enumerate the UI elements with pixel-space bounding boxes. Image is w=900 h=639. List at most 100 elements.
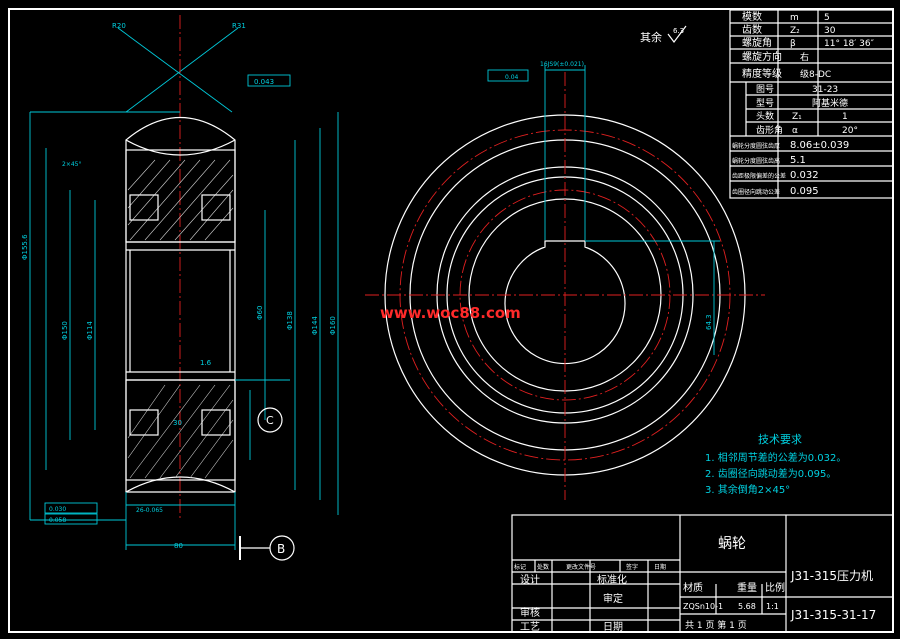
tb-weight: 5.68 — [738, 602, 756, 611]
pair-value-1: 阿基米德 — [812, 97, 848, 109]
param-value-1: 30 — [824, 26, 836, 36]
tb-scale-label: 比例 — [765, 581, 785, 594]
pair-value-3: 20° — [842, 126, 858, 136]
tb-date: 日期 — [603, 621, 623, 633]
tb-header-mark: 标记 — [514, 563, 526, 571]
dim-keyway-width: 16JS9(±0.021) — [540, 61, 584, 68]
tol-value-0: 8.06±0.039 — [790, 140, 849, 151]
datum-b-label: B — [277, 542, 285, 556]
param-label-1: 齿数 — [742, 23, 762, 36]
dim-hub-inner: 30 — [173, 419, 182, 427]
datum-c-circle — [257, 407, 283, 433]
param-value-4: 级8-DC — [800, 68, 831, 80]
section-view: R20 R31 2×45° 0.043 0.030 0.058 26-0.065… — [21, 15, 529, 561]
slot-bottom-right — [201, 409, 231, 436]
param-value-0: 5 — [824, 13, 830, 23]
tb-header-sign: 签字 — [626, 563, 638, 571]
tech-requirements: 技术要求 1. 相邻周节差的公差为0.032。 2. 齿圈径向跳动差为0.095… — [705, 433, 846, 496]
tb-drawing-no: J31-315-31-17 — [790, 608, 876, 622]
dim-d-bore: Φ60 — [256, 306, 264, 320]
pair-label-2: 头数 — [756, 110, 774, 122]
bore-with-keyway — [504, 240, 626, 365]
tb-design: 设计 — [520, 573, 540, 586]
dim-d-rim: Φ144 — [311, 316, 319, 335]
param-label-0: 模数 — [742, 10, 762, 23]
hatch-top — [125, 149, 236, 243]
dim-d-outer: Φ155.6 — [21, 234, 29, 260]
tb-standard: 标准化 — [597, 573, 627, 586]
param-value-2: 11° 18′ 36″ — [824, 39, 875, 49]
pair-value-0: 31-23 — [812, 85, 838, 95]
tb-header-date: 日期 — [654, 563, 666, 571]
tb-material-label: 材质 — [683, 581, 703, 594]
tol-keyway-value: 0.04 — [505, 74, 519, 81]
roughness-prefix: 其余 — [640, 30, 662, 44]
tech-req-title: 技术要求 — [758, 433, 802, 446]
param-symbol-2: β — [790, 39, 796, 49]
tb-scale: 1:1 — [766, 602, 779, 611]
pair-symbol-3: α — [792, 126, 798, 136]
tb-review: 审核 — [520, 606, 540, 619]
dim-chamfer: 2×45° — [62, 161, 81, 168]
tb-weight-label: 重量 — [737, 581, 757, 594]
title-block: 标记 处数 更改文件号 签字 日期 设计 标准化 审核 审定 工艺 日期 蜗轮 … — [511, 514, 894, 633]
tb-drawing-title: J31-315压力机 — [790, 569, 873, 583]
tol-frame-side-2 — [44, 513, 98, 525]
pair-symbol-2: Z₁ — [792, 112, 802, 122]
roughness-note: 其余 6.3 — [640, 25, 687, 44]
dim-d-pitch: Φ150 — [61, 321, 69, 340]
pair-label-1: 型号 — [756, 98, 774, 109]
tol-top-value: 0.043 — [254, 78, 274, 86]
drawing-frame — [8, 8, 894, 633]
front-view: 16JS9(±0.021) 0.04 64.3 — [365, 61, 765, 500]
tol-side1-value: 0.030 — [49, 506, 66, 513]
slot-bottom-left — [129, 409, 159, 436]
dim-hub-width: 26-0.065 — [136, 507, 163, 514]
pair-label-3: 齿形角 — [756, 124, 783, 136]
param-symbol-1: Z₂ — [790, 26, 800, 36]
tb-header-docno: 更改文件号 — [566, 563, 596, 571]
tol-value-3: 0.095 — [790, 186, 819, 197]
tech-req-item-1: 1. 相邻周节差的公差为0.032。 — [705, 451, 846, 464]
tol-frame-top — [247, 74, 291, 87]
tech-req-item-3: 3. 其余倒角2×45° — [705, 483, 790, 496]
dim-r-top2: R31 — [232, 22, 246, 30]
slot-top-right — [201, 194, 231, 221]
tol-frame-keyway — [487, 69, 529, 82]
dim-d-max: Φ160 — [329, 316, 337, 335]
tb-header-count: 处数 — [537, 563, 549, 571]
dim-keyway-depth: 64.3 — [705, 314, 713, 330]
hatch-bottom — [125, 379, 236, 481]
tol-label-1: 蜗轮分度圆弦齿高 — [732, 157, 780, 165]
tech-req-item-2: 2. 齿圈径向跳动差为0.095。 — [705, 467, 836, 480]
tol-value-1: 5.1 — [790, 155, 806, 166]
tb-approve: 审定 — [603, 592, 623, 605]
dim-d-hub: Φ138 — [286, 311, 294, 330]
tb-part-name: 蜗轮 — [718, 536, 746, 552]
tol-value-2: 0.032 — [790, 170, 819, 181]
tol-frame-side-1 — [44, 502, 98, 514]
tb-material: ZQSn10-1 — [683, 602, 723, 611]
roughness-small: 1.6 — [200, 359, 212, 367]
throat-bottom — [125, 476, 236, 493]
dim-d-mid: Φ114 — [86, 321, 94, 340]
throat-top — [125, 139, 236, 156]
slot-top-left — [129, 194, 159, 221]
contact-line-b — [125, 27, 239, 113]
tol-label-3: 齿圈径向跳动公差 — [732, 188, 780, 196]
param-symbol-0: m — [790, 13, 799, 23]
tol-label-2: 齿距极限偏差的公差 — [732, 172, 786, 180]
watermark: www.woc88.com — [380, 304, 521, 322]
dim-r-top: R20 — [112, 22, 126, 30]
tb-process: 工艺 — [520, 621, 540, 633]
tb-sheets: 共 1 页 第 1 页 — [685, 619, 747, 631]
tol-label-0: 蜗轮分度圆弦齿厚 — [732, 142, 780, 150]
roughness-value: 6.3 — [673, 27, 684, 35]
tol-side2-value: 0.058 — [49, 517, 66, 524]
dim-width: 80 — [174, 542, 183, 550]
contact-line-a — [117, 27, 233, 113]
param-value-3: 右 — [800, 51, 809, 63]
param-label-3: 螺旋方向 — [742, 50, 782, 63]
